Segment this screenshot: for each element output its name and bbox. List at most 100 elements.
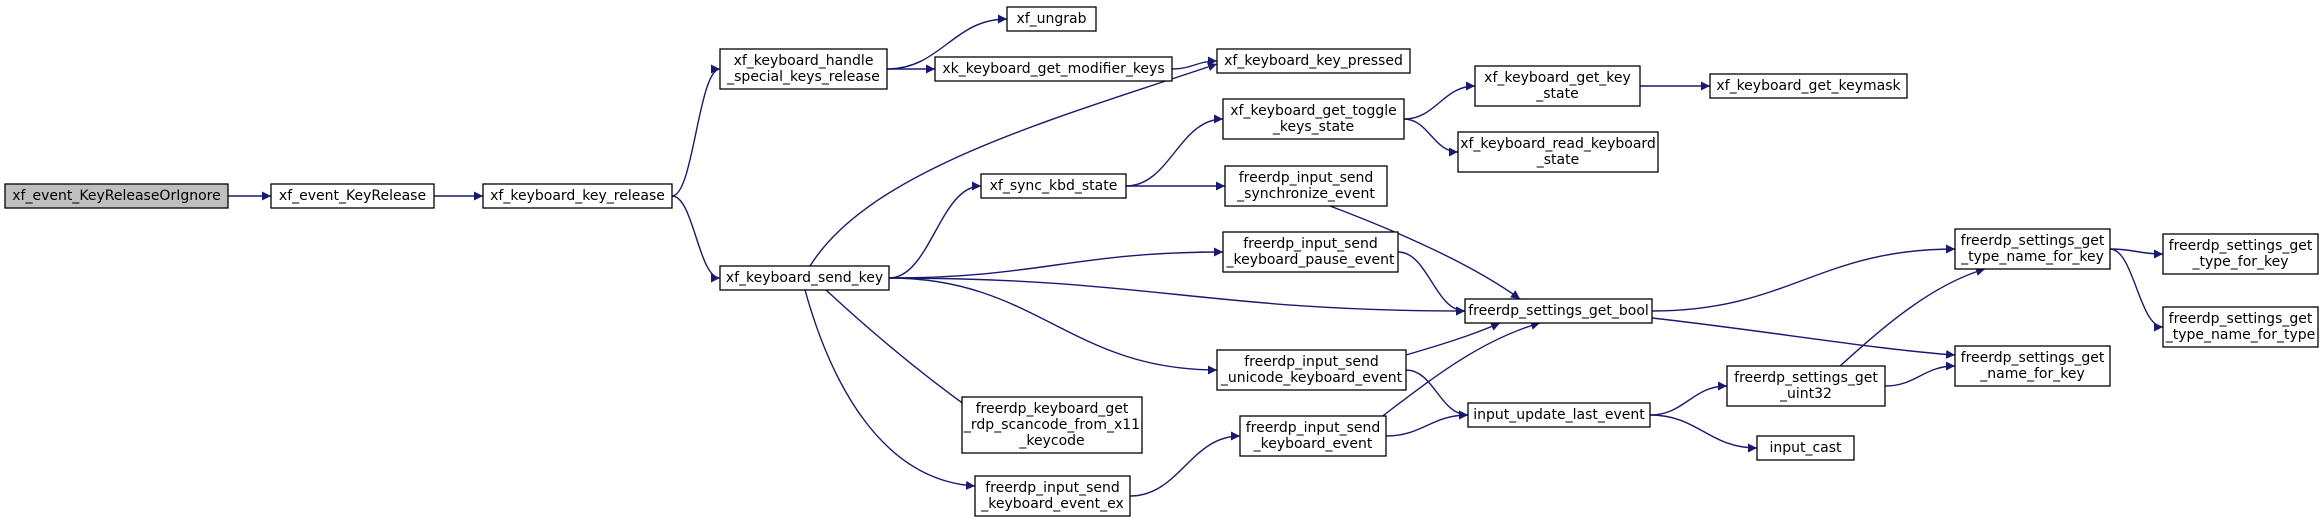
node-label: _name_for_key bbox=[1979, 366, 2084, 382]
node-box[interactable] bbox=[1756, 435, 1855, 461]
edge-n2-to-n4 bbox=[671, 195, 721, 283]
node-box[interactable] bbox=[482, 183, 673, 209]
node-label: freerdp_settings_get bbox=[1961, 350, 2105, 366]
node-box[interactable] bbox=[1216, 48, 1411, 74]
graph-node-n18[interactable]: freerdp_input_send_keyboard_event_ex bbox=[974, 475, 1131, 517]
graph-node-n23[interactable]: freerdp_settings_get_type_name_for_key bbox=[1954, 228, 2111, 270]
node-box[interactable] bbox=[1726, 365, 1886, 407]
graph-node-n8[interactable]: xf_keyboard_get_toggle_keys_state bbox=[1222, 98, 1405, 140]
graph-node-n19[interactable]: freerdp_input_send_keyboard_event bbox=[1239, 415, 1387, 457]
node-label: freerdp_settings_get_bool bbox=[1468, 303, 1649, 319]
node-box[interactable] bbox=[1006, 6, 1097, 32]
graph-node-n1[interactable]: xf_event_KeyRelease bbox=[270, 183, 435, 209]
graph-node-n0[interactable]: xf_event_KeyReleaseOrIgnore bbox=[4, 183, 229, 209]
node-label: freerdp_input_send bbox=[1239, 170, 1374, 186]
node-box[interactable] bbox=[1467, 402, 1651, 428]
graph-node-n7[interactable]: xf_keyboard_key_pressed bbox=[1216, 48, 1411, 74]
node-label: freerdp_settings_get bbox=[2169, 238, 2313, 254]
graph-node-n20[interactable]: input_update_last_event bbox=[1467, 402, 1651, 428]
node-label: xf_sync_kbd_state bbox=[990, 178, 1118, 194]
node-box[interactable] bbox=[1709, 73, 1908, 99]
node-box[interactable] bbox=[270, 183, 435, 209]
node-box[interactable] bbox=[1239, 415, 1387, 457]
edge-n4-to-n12 bbox=[888, 181, 982, 279]
graph-node-n21[interactable]: freerdp_settings_get_uint32 bbox=[1726, 365, 1886, 407]
edge-n4-to-n14 bbox=[888, 247, 1224, 279]
edge-n16-to-n20 bbox=[1405, 369, 1469, 420]
node-box[interactable] bbox=[2162, 306, 2319, 348]
node-box[interactable] bbox=[934, 56, 1173, 82]
graph-node-n9[interactable]: xf_keyboard_get_key_state bbox=[1474, 65, 1641, 107]
node-box[interactable] bbox=[1474, 65, 1641, 107]
node-label: xf_keyboard_send_key bbox=[726, 270, 883, 286]
node-label: freerdp_input_send bbox=[1243, 236, 1378, 252]
node-box[interactable] bbox=[961, 396, 1143, 454]
edge-n6-to-n7 bbox=[1171, 56, 1218, 70]
node-box[interactable] bbox=[1222, 231, 1399, 273]
node-box[interactable] bbox=[1222, 98, 1405, 140]
edge-n20-to-n21 bbox=[1649, 381, 1728, 416]
node-label: freerdp_settings_get bbox=[1961, 233, 2105, 249]
graph-node-n15[interactable]: freerdp_settings_get_bool bbox=[1464, 298, 1653, 324]
node-label: xf_ungrab bbox=[1016, 11, 1086, 27]
node-box[interactable] bbox=[719, 48, 888, 90]
node-box[interactable] bbox=[980, 173, 1127, 199]
graph-node-n25[interactable]: freerdp_settings_get_type_for_key bbox=[2162, 233, 2319, 275]
graph-node-n13[interactable]: freerdp_input_send_synchronize_event bbox=[1224, 165, 1388, 207]
graph-node-n5[interactable]: xf_ungrab bbox=[1006, 6, 1097, 32]
node-label: xf_keyboard_read_keyboard bbox=[1460, 136, 1656, 152]
edge-n16-to-n15 bbox=[1405, 322, 1501, 356]
graph-node-n17[interactable]: freerdp_keyboard_get_rdp_scancode_from_x… bbox=[961, 396, 1143, 454]
node-label: _type_name_for_type bbox=[2165, 327, 2316, 343]
edge-n3-to-n5 bbox=[886, 14, 1008, 70]
node-label: _keyboard_pause_event bbox=[1225, 252, 1395, 268]
graph-node-n6[interactable]: xk_keyboard_get_modifier_keys bbox=[934, 56, 1173, 82]
graph-node-n12[interactable]: xf_sync_kbd_state bbox=[980, 173, 1127, 199]
node-label: xf_keyboard_get_key bbox=[1484, 70, 1631, 86]
node-box[interactable] bbox=[1464, 298, 1653, 324]
edges-layer bbox=[228, 14, 2164, 497]
node-box[interactable] bbox=[719, 265, 890, 291]
node-label: freerdp_settings_get bbox=[2169, 311, 2313, 327]
node-box[interactable] bbox=[974, 475, 1131, 517]
edge-n4-to-n16 bbox=[888, 277, 1218, 375]
edge-n23-to-n26 bbox=[2109, 248, 2164, 332]
node-box[interactable] bbox=[1457, 131, 1659, 173]
graph-node-n16[interactable]: freerdp_input_send_unicode_keyboard_even… bbox=[1216, 349, 1407, 391]
graph-node-n26[interactable]: freerdp_settings_get_type_name_for_type bbox=[2162, 306, 2319, 348]
graph-node-n11[interactable]: xf_keyboard_read_keyboard_state bbox=[1457, 131, 1659, 173]
graph-node-n3[interactable]: xf_keyboard_handle_special_keys_release bbox=[719, 48, 888, 90]
node-label: _state bbox=[1535, 86, 1578, 102]
node-label: freerdp_keyboard_get bbox=[976, 401, 1129, 417]
node-label: xf_keyboard_get_keymask bbox=[1716, 78, 1901, 94]
node-box[interactable] bbox=[1224, 165, 1388, 207]
node-label: _type_for_key bbox=[2191, 254, 2288, 270]
node-box[interactable] bbox=[1954, 228, 2111, 270]
graph-node-n2[interactable]: xf_keyboard_key_release bbox=[482, 183, 673, 209]
edge-n4-to-n18 bbox=[804, 289, 976, 490]
node-label: _type_name_for_key bbox=[1960, 249, 2104, 265]
edge-n4-to-n17 bbox=[825, 289, 973, 411]
node-label: freerdp_input_send bbox=[1246, 420, 1381, 436]
node-box[interactable] bbox=[2162, 233, 2319, 275]
edge-n14-to-n15 bbox=[1397, 251, 1466, 316]
graph-node-n4[interactable]: xf_keyboard_send_key bbox=[719, 265, 890, 291]
graph-node-n24[interactable]: freerdp_settings_get_name_for_key bbox=[1954, 345, 2111, 387]
edge-n19-to-n20 bbox=[1385, 410, 1469, 437]
node-label: input_update_last_event bbox=[1473, 407, 1645, 423]
node-label: _rdp_scancode_from_x11 bbox=[963, 417, 1140, 433]
node-box[interactable] bbox=[1216, 349, 1407, 391]
node-box[interactable] bbox=[1954, 345, 2111, 387]
node-label: xf_keyboard_key_release bbox=[490, 188, 665, 204]
graph-node-n10[interactable]: xf_keyboard_get_keymask bbox=[1709, 73, 1908, 99]
graph-node-n14[interactable]: freerdp_input_send_keyboard_pause_event bbox=[1222, 231, 1399, 273]
node-label: _keys_state bbox=[1272, 119, 1354, 135]
graph-node-n22[interactable]: input_cast bbox=[1756, 435, 1855, 461]
node-label: freerdp_settings_get bbox=[1734, 370, 1878, 386]
node-label: xf_keyboard_get_toggle bbox=[1230, 103, 1396, 119]
edge-n12-to-n8 bbox=[1125, 114, 1224, 187]
edge-n13-to-n15 bbox=[1329, 205, 1521, 300]
edge-n8-to-n11 bbox=[1403, 118, 1459, 157]
nodes-layer: xf_event_KeyReleaseOrIgnore xf_event_KeyR… bbox=[4, 6, 2319, 517]
node-box[interactable] bbox=[4, 183, 229, 209]
